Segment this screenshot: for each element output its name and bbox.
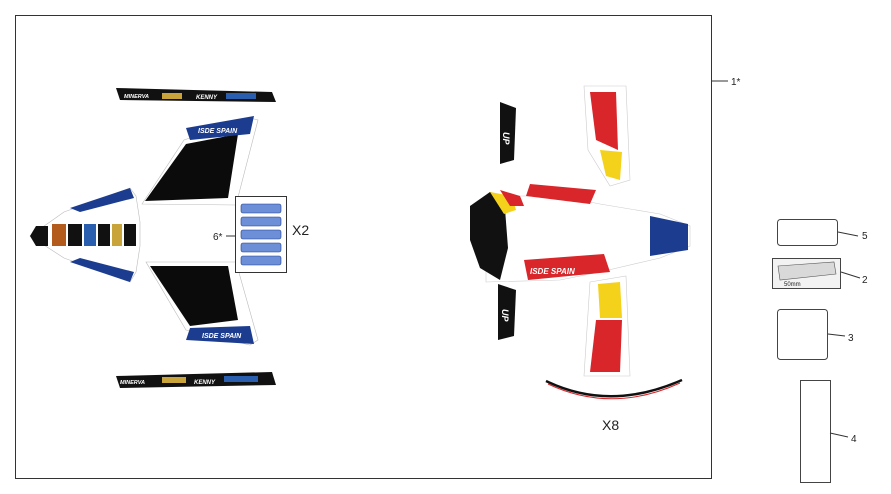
upper-fender-strip: KENNY MINERVA (116, 88, 276, 102)
callout-fork-sheet: 6* (213, 232, 223, 243)
lower-strip-minerva: MINERVA (120, 380, 145, 386)
rim-strip-decal (545, 378, 683, 398)
callout-plate-3: 3 (848, 333, 854, 344)
measure-label: 50mm (784, 282, 801, 288)
lower-shroud-decal: ISDE SPAIN (145, 261, 259, 346)
radiator-shroud-decal-lower (583, 275, 631, 377)
tail-section-decal (29, 187, 141, 283)
lower-shroud-label: ISDE SPAIN (202, 333, 242, 340)
quantity-rim-strips: X8 (602, 417, 619, 433)
fork-guard-decal-upper: UP (500, 102, 516, 164)
plate-5 (777, 219, 838, 246)
front-fender-decal: ISDE SPAIN (485, 184, 691, 283)
fork-guard-lower-label: UP (500, 309, 510, 322)
radiator-shroud-decal-upper (583, 85, 631, 187)
upper-shroud-label: ISDE SPAIN (198, 128, 238, 135)
fork-guard-decal-lower: UP (498, 284, 516, 340)
callout-rim-tape: 2 (862, 275, 868, 286)
upper-strip-kenny: KENNY (196, 95, 218, 101)
quantity-fork-sheet: X2 (292, 222, 309, 238)
fender-series-label: ISDE SPAIN (530, 267, 575, 276)
upper-strip-minerva: MINERVA (124, 94, 149, 100)
callout-kit: 1* (731, 77, 741, 88)
upper-shroud-decal: ISDE SPAIN (141, 116, 259, 206)
fork-decal-sheet (226, 196, 287, 273)
strip-4 (800, 380, 831, 483)
lower-strip-kenny: KENNY (194, 380, 216, 386)
callout-strip-4: 4 (851, 434, 857, 445)
lower-fender-strip: MINERVA KENNY (116, 372, 276, 388)
fork-guard-upper-label: UP (501, 132, 511, 145)
rim-tape-2: 50mm (772, 258, 841, 289)
plate-3 (777, 309, 828, 360)
callout-plate-5: 5 (862, 231, 868, 242)
side-number-panel (470, 190, 524, 280)
